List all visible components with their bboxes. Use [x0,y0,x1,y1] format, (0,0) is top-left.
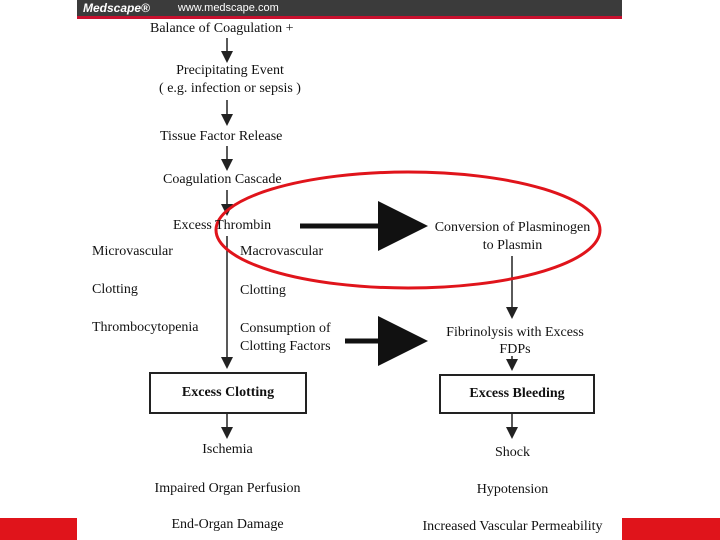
highlight-circle [214,170,602,290]
node-to-plasmin: to Plasmin [482,238,543,253]
footer-red-band-left [0,518,77,540]
box-excess-clotting: Excess Clotting [149,372,307,414]
node-precipitating-event: Precipitating Event [176,63,284,78]
label-consumption: Consumption of [240,321,331,336]
node-fdps: FDPs [499,342,531,357]
label-clotting-right: Clotting [240,283,286,298]
node-balance: Balance of Coagulation + [150,21,294,36]
header-accent-bar [77,16,622,19]
header-url: www.medscape.com [177,2,279,14]
node-hypotension: Hypotension [476,482,549,497]
node-vascular-permeability: Increased Vascular Permeability [422,519,603,534]
label-clotting-left: Clotting [92,282,138,297]
node-coagulation-cascade: Coagulation Cascade [163,172,282,187]
node-ischemia: Ischemia [202,442,253,457]
medscape-logo: Medscape® [83,1,150,15]
label-microvascular: Microvascular [92,244,173,259]
label-clotting-factors: Clotting Factors [240,339,331,354]
medscape-header: Medscape® www.medscape.com [77,0,622,19]
node-end-organ-damage: End-Organ Damage [171,517,284,532]
node-excess-thrombin: Excess Thrombin [173,218,272,233]
node-precipitating-example: ( e.g. infection or sepsis ) [159,81,301,96]
node-impaired-perfusion: Impaired Organ Perfusion [154,481,301,496]
node-shock: Shock [495,445,530,460]
node-tissue-factor: Tissue Factor Release [160,129,283,144]
node-fibrinolysis: Fibrinolysis with Excess [446,325,584,340]
label-thrombocytopenia: Thrombocytopenia [92,320,199,335]
label-macrovascular: Macrovascular [240,244,324,259]
box-excess-bleeding: Excess Bleeding [439,374,595,414]
footer-red-band-right [622,518,720,540]
node-conversion-plasminogen: Conversion of Plasminogen [434,220,591,235]
